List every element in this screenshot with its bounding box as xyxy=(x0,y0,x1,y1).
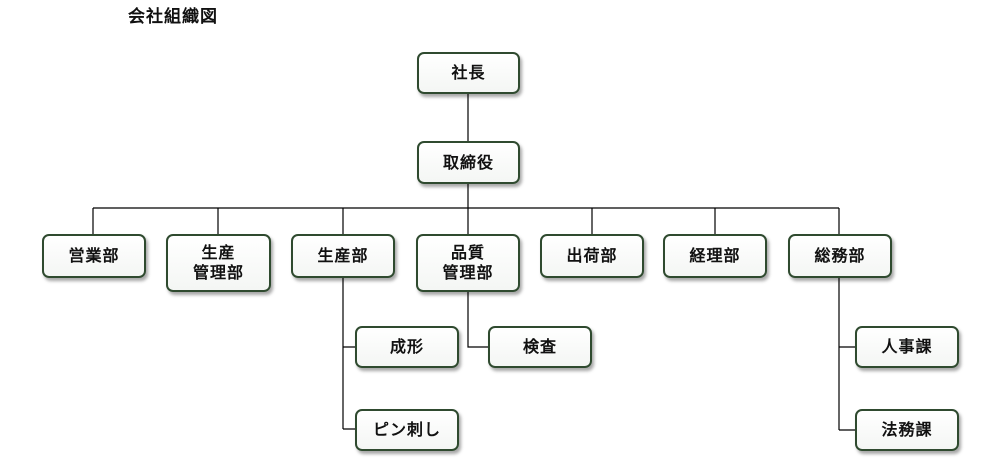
node-quality-mgmt[interactable]: 品質 管理部 xyxy=(416,234,520,292)
node-sales[interactable]: 営業部 xyxy=(42,234,146,278)
node-molding[interactable]: 成形 xyxy=(355,326,459,368)
connector-general-sub xyxy=(838,278,855,431)
node-general-affairs[interactable]: 総務部 xyxy=(788,234,892,278)
node-production-mgmt[interactable]: 生産 管理部 xyxy=(166,234,271,292)
node-hr[interactable]: 人事課 xyxy=(855,326,959,368)
node-shipping[interactable]: 出荷部 xyxy=(540,234,644,278)
node-director[interactable]: 取締役 xyxy=(417,141,520,184)
node-production[interactable]: 生産部 xyxy=(291,234,395,278)
node-inspection[interactable]: 検査 xyxy=(488,326,592,368)
connector-production-sub xyxy=(342,278,355,430)
connector-quality-sub xyxy=(467,292,488,348)
node-president[interactable]: 社長 xyxy=(417,52,520,94)
chart-title: 会社組織図 xyxy=(128,7,218,27)
node-accounting[interactable]: 経理部 xyxy=(663,234,767,278)
node-pin-piercing[interactable]: ピン刺し xyxy=(355,409,459,451)
node-legal[interactable]: 法務課 xyxy=(855,409,959,451)
